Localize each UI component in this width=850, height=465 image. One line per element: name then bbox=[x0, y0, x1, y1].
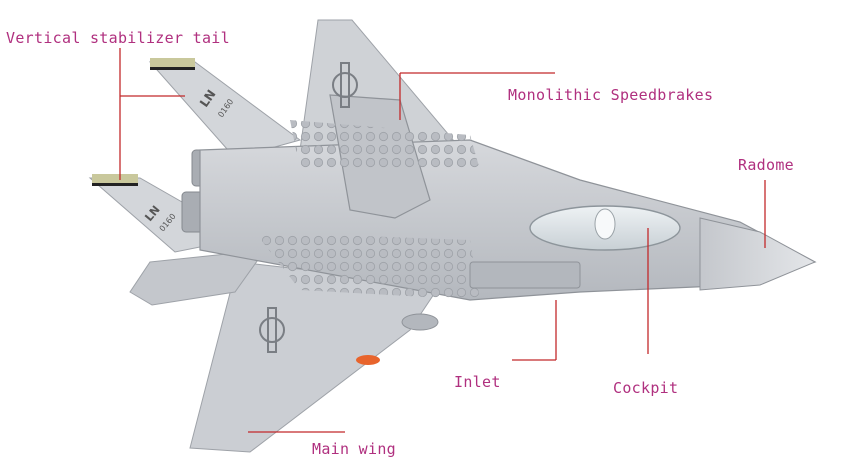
label-vertical-stabilizer: Vertical stabilizer tail bbox=[6, 29, 230, 47]
label-cockpit: Cockpit bbox=[613, 379, 679, 397]
roundel-icon bbox=[332, 62, 358, 108]
missile bbox=[356, 355, 380, 365]
leader-lines bbox=[119, 48, 766, 433]
radome-shape bbox=[699, 217, 817, 291]
label-inlet: Inlet bbox=[454, 373, 501, 391]
lower-stud-area bbox=[255, 232, 480, 300]
label-speedbrakes: Monolithic Speedbrakes bbox=[508, 86, 714, 104]
label-radome: Radome bbox=[738, 156, 794, 174]
roundel-icon bbox=[259, 307, 285, 353]
label-main-wing: Main wing bbox=[312, 440, 396, 458]
upper-stud-area bbox=[290, 120, 480, 170]
intake bbox=[469, 261, 581, 289]
